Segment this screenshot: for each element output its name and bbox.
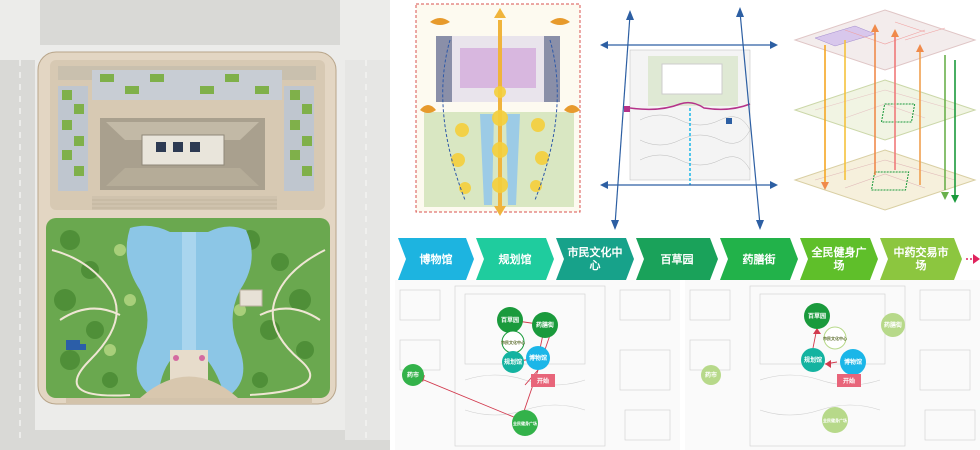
sequence-item-baicaoyuan: 百草园 [636,238,718,280]
route-map-b: 百草园 药膳街 市民文化中心 规划馆 博物馆 开始 药市 全民健身广场 [685,280,980,450]
node-label: 规划馆 [804,356,822,364]
route-map-a-drawing: 百草园 药膳街 市民文化中心 规划馆 博物馆 开始 药市 全民健身广场 [399,285,671,447]
node-guihua [801,348,825,372]
node-label: 百草园 [808,312,826,320]
node-yaoshi [701,365,721,385]
node-label: 博物馆 [844,358,862,366]
sequence-item-bowuguan: 博物馆 [398,238,474,280]
node-label: 开始 [843,377,855,385]
sequence-item-zhongyao-jiaoyi: 中药交易市场 [880,238,962,280]
site-plan-drawing [0,0,390,450]
node-label: 市民文化中心 [501,339,525,345]
route-map-a: 百草园 药膳街 市民文化中心 规划馆 博物馆 开始 药市 全民健身广场 [395,280,680,450]
sequence-item-shimin-wenhua: 市民文化中心 [556,238,634,280]
node-label: 博物馆 [529,354,547,362]
node-quanmin [822,407,848,433]
sequence-label: 市民文化中心 [567,246,623,272]
node-guihua [502,351,524,373]
node-bowu [526,346,550,370]
node-yaoshi [402,364,424,386]
axis-diagram [600,0,780,235]
node-label: 市民文化中心 [823,335,847,341]
node-label: 全民健身广场 [512,420,537,426]
sequence-label: 全民健身广场 [811,246,867,272]
layer-diagram-drawing [793,9,977,211]
sequence-item-yaoshanjie: 药膳街 [720,238,798,280]
node-label: 药膳街 [884,321,902,329]
node-label: 药市 [407,371,419,379]
sequence-item-guihuaguan: 规划馆 [476,238,554,280]
sequence-arrow-icon [966,254,980,264]
node-label: 药膳街 [536,321,554,329]
node-quanmin [512,410,538,436]
layer-diagram [785,0,980,225]
axis-diagram-drawing [600,7,778,230]
node-label: 开始 [537,377,549,385]
node-baicaoyuan [497,307,523,333]
node-start [531,374,555,387]
sequence-label: 规划馆 [498,252,532,266]
node-yaoshan [881,313,905,337]
node-bowu [840,349,866,375]
sequence-label: 博物馆 [419,252,453,266]
node-yaoshan [532,312,558,338]
sequence-item-quanmin-jianshen: 全民健身广场 [800,238,878,280]
route-map-b-drawing: 百草园 药膳街 市民文化中心 规划馆 博物馆 开始 药市 全民健身广场 [689,285,976,447]
node-baicaoyuan [804,303,830,329]
site-plan [0,0,390,450]
flow-diagram [410,0,590,220]
node-start [837,374,861,387]
sequence-label: 百草园 [660,252,694,266]
sequence-label: 药膳街 [742,252,776,266]
node-label: 规划馆 [504,358,522,366]
node-label: 全民健身广场 [822,417,847,423]
node-label: 百草园 [501,316,519,324]
sequence-bar: 博物馆 规划馆 市民文化中心 百草园 药膳街 全民健身广场 中药交易市场 [398,238,980,280]
node-shimin [823,326,847,350]
flow-diagram-drawing [415,3,581,216]
node-label: 药市 [705,371,717,379]
sequence-label: 中药交易市场 [893,246,949,272]
